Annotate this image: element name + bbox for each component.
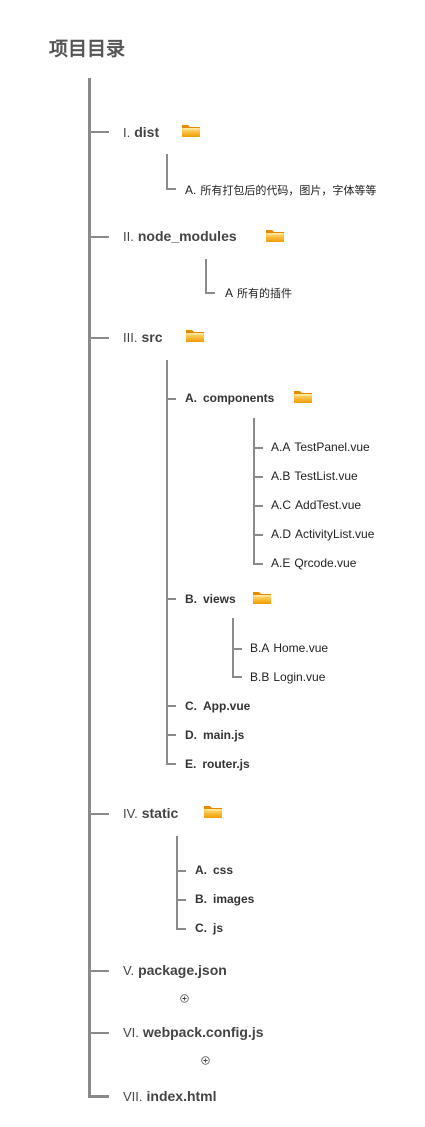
branch-static [176,836,178,930]
folder-icon [203,804,223,819]
branch-src [166,360,168,765]
node-components[interactable]: A.components [185,391,275,405]
branch-components [253,418,255,565]
folder-icon [181,123,201,138]
connector-package [91,970,109,972]
connector-comp-e [253,563,263,565]
connector-comp-c [253,505,263,507]
branch-dist [166,154,168,189]
main-trunk-line [88,78,91,1098]
connector-js [176,928,186,930]
branch-node-modules [205,259,207,293]
connector-dist-a [166,188,176,190]
node-package[interactable]: V.package.json [123,962,227,978]
connector-comp-b [253,476,263,478]
connector-router [166,763,176,765]
connector-static [91,813,109,815]
node-app[interactable]: C.App.vue [185,699,251,713]
connector-views [166,598,176,600]
folder-icon [185,328,205,343]
connector-node-modules-a [205,292,215,294]
node-css[interactable]: A.css [195,863,234,877]
folder-icon [265,228,285,243]
node-dist[interactable]: I.dist [123,124,160,140]
node-router[interactable]: E.router.js [185,757,250,771]
node-webpack[interactable]: VI.webpack.config.js [123,1024,264,1040]
connector-comp-d [253,534,263,536]
node-main[interactable]: D.main.js [185,728,245,742]
node-dist-a[interactable]: A.所有打包后的代码，图片，字体等等 [185,183,377,197]
connector-app [166,705,176,707]
node-static[interactable]: IV.static [123,805,179,821]
connector-main [166,734,176,736]
node-src[interactable]: III.src [123,329,163,345]
node-node-modules[interactable]: II.node_modules [123,228,237,244]
page-title: 项目目录 [49,39,126,60]
node-views[interactable]: B.views [185,592,236,606]
connector-src [91,337,109,339]
connector-dist [91,131,109,133]
connector-images [176,899,186,901]
node-js[interactable]: C.js [195,921,224,935]
connector-views-b [232,676,242,678]
node-images[interactable]: B.images [195,892,255,906]
connector-css [176,870,186,872]
connector-components [166,398,176,400]
folder-icon [252,590,272,605]
node-index[interactable]: VII.index.html [123,1088,217,1104]
main-trunk-end [88,1095,109,1098]
connector-webpack [91,1032,109,1034]
connector-comp-a [253,447,263,449]
connector-views-a [232,648,242,650]
connector-node-modules [91,236,109,238]
plus-circle-icon[interactable] [180,994,189,1003]
folder-icon [293,389,313,404]
plus-circle-icon[interactable] [201,1056,210,1065]
